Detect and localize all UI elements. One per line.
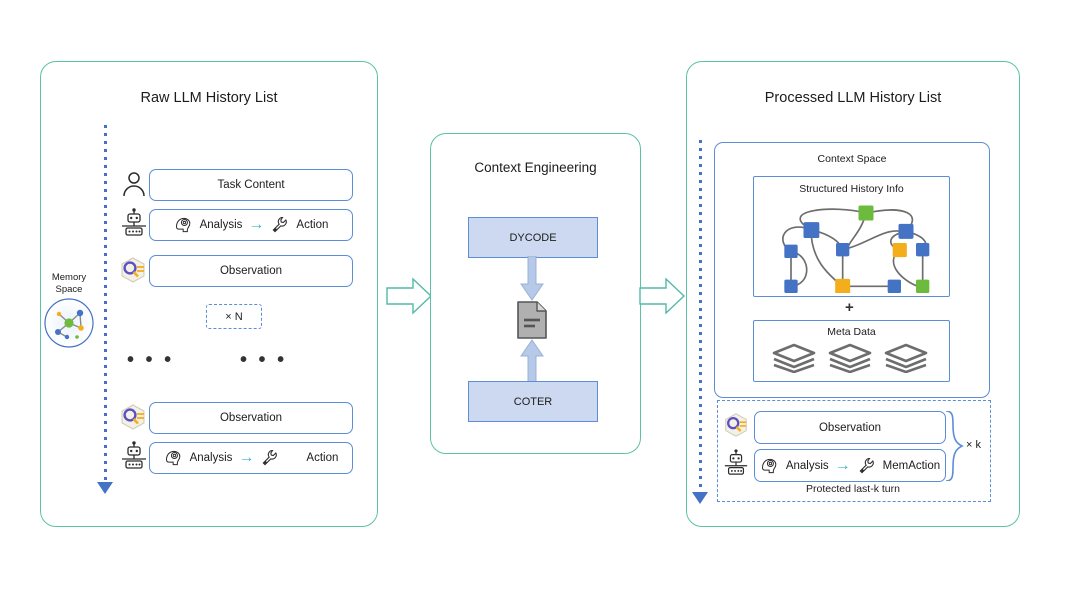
arrow-left-to-center (386, 277, 432, 315)
robot-icon (122, 208, 146, 236)
row-analysis-memaction[interactable]: Analysis → MemAction (754, 449, 946, 482)
arrow-down-icon (520, 256, 544, 301)
last-k-multiplier: × k (966, 439, 981, 451)
processed-history-title: Processed LLM History List (764, 90, 942, 106)
layers-icon (828, 343, 872, 373)
row-task-content-label: Task Content (217, 179, 285, 191)
processed-timeline (699, 140, 702, 490)
row-observation-processed-label: Observation (818, 421, 881, 434)
coter-label: COTER (513, 395, 553, 408)
observation-icon (725, 413, 747, 437)
observation-icon (121, 257, 145, 283)
repeat-n-label: × N (225, 310, 243, 323)
structured-history-box: Structured History Info (753, 176, 950, 297)
brain-gear-icon (761, 458, 777, 473)
wrench-icon (859, 457, 874, 473)
arrow-center-to-right (639, 277, 685, 315)
user-icon (123, 172, 145, 197)
raw-timeline-arrow-icon (97, 482, 113, 494)
row-observation-bottom-label: Observation (219, 412, 282, 424)
observation-icon (121, 404, 145, 430)
layers-icon (772, 343, 816, 373)
arrow-right-icon: → (238, 449, 255, 466)
coter-block[interactable]: COTER (468, 381, 598, 422)
arrow-up-icon (520, 339, 544, 384)
processed-timeline-arrow-icon (692, 492, 708, 504)
raw-timeline (104, 125, 107, 480)
structured-history-title: Structured History Info (799, 183, 904, 195)
row-observation-bottom[interactable]: Observation (149, 402, 353, 434)
meta-data-title: Meta Data (827, 326, 876, 338)
analysis-label-top: Analysis (199, 219, 243, 231)
action-label-bottom: Action (306, 452, 339, 464)
plus-sign: + (845, 299, 854, 316)
robot-icon (724, 449, 748, 475)
memory-space-label: Memory Space (39, 272, 99, 296)
layers-icon (884, 343, 928, 373)
brain-gear-icon (165, 450, 180, 466)
last-k-brace-icon (945, 411, 964, 481)
context-engineering-title: Context Engineering (474, 160, 597, 175)
action-label-top: Action (296, 219, 329, 231)
dycode-block[interactable]: DYCODE (468, 217, 598, 258)
document-icon (517, 301, 547, 339)
arrow-right-icon: → (834, 456, 851, 474)
memory-space-label-line2: Space (55, 284, 83, 295)
ellipsis-left: • • • (127, 349, 175, 371)
row-observation-top[interactable]: Observation (149, 255, 353, 287)
memaction-label: MemAction (882, 459, 941, 472)
raw-history-title: Raw LLM History List (140, 90, 278, 106)
row-observation-processed[interactable]: Observation (754, 411, 946, 444)
memory-space-icon (44, 298, 94, 348)
ellipsis-right: • • • (240, 349, 288, 371)
row-task-content[interactable]: Task Content (149, 169, 353, 201)
context-space-title: Context Space (817, 153, 887, 165)
wrench-icon (272, 216, 288, 233)
row-analysis-action-top[interactable]: Analysis → Action (149, 209, 353, 241)
analysis-label-processed: Analysis (785, 459, 829, 472)
knowledge-graph (782, 205, 930, 293)
repeat-n-badge: × N (206, 304, 262, 329)
brain-gear-icon (175, 217, 190, 233)
robot-icon (122, 441, 146, 469)
analysis-label-bottom: Analysis (189, 452, 233, 464)
wrench-icon (262, 449, 278, 466)
dycode-label: DYCODE (509, 231, 557, 244)
protected-last-k-caption: Protected last-k turn (806, 483, 900, 495)
memory-space-label-line1: Memory (51, 272, 87, 283)
arrow-right-icon: → (248, 216, 265, 233)
row-analysis-action-bottom[interactable]: Analysis → Action (149, 442, 353, 474)
row-observation-top-label: Observation (219, 265, 282, 277)
